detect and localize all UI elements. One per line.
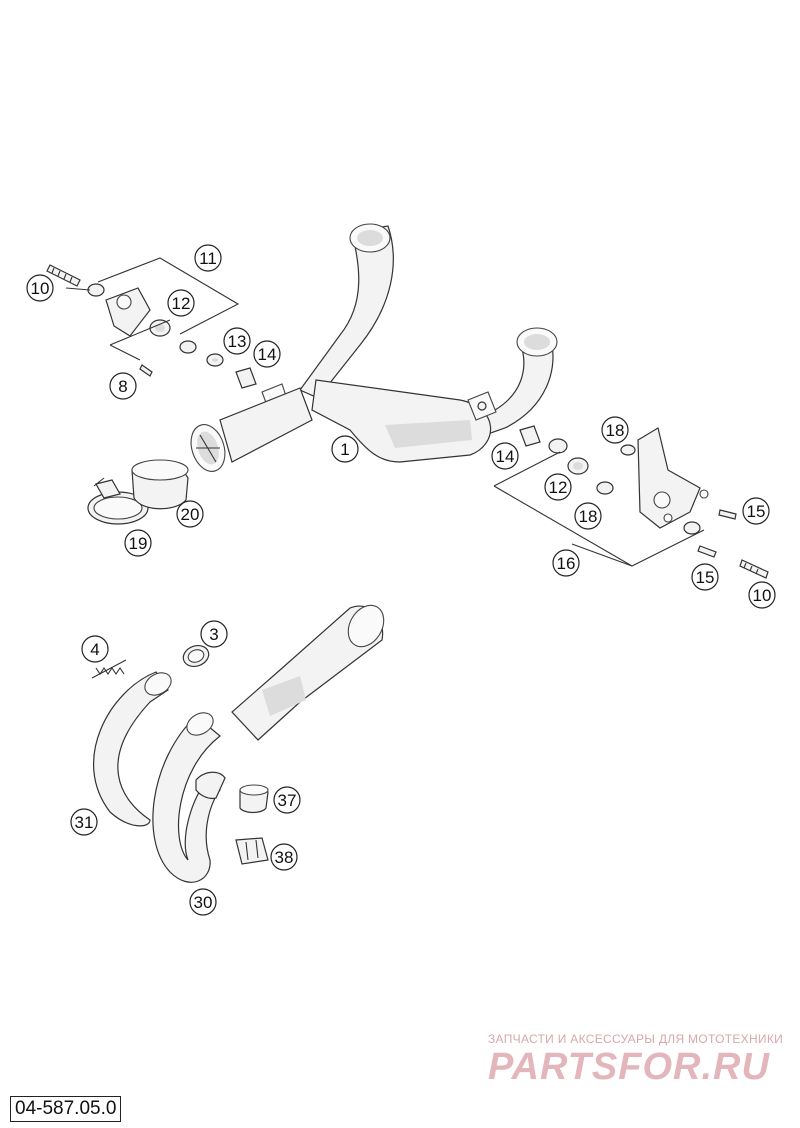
svg-text:31: 31 xyxy=(75,813,94,832)
callout-20: 20 xyxy=(176,500,204,528)
svg-text:8: 8 xyxy=(118,377,127,396)
callout-12-right: 12 xyxy=(544,473,572,501)
watermark-brand: PARTSFOR.RU xyxy=(488,1046,770,1088)
right-bracket-group xyxy=(493,425,769,579)
header-pipes xyxy=(91,604,385,883)
left-bracket-group xyxy=(46,257,257,389)
callout-30: 30 xyxy=(189,888,217,916)
document-number: 04-587.05.0 xyxy=(10,1096,122,1122)
callout-15-top: 15 xyxy=(742,497,770,525)
callout-14-left: 14 xyxy=(253,340,281,368)
svg-text:19: 19 xyxy=(129,534,148,553)
svg-text:15: 15 xyxy=(696,568,715,587)
svg-text:13: 13 xyxy=(228,332,247,351)
svg-text:18: 18 xyxy=(606,421,625,440)
svg-text:15: 15 xyxy=(747,502,766,521)
callout-31: 31 xyxy=(70,808,98,836)
callout-15-bottom: 15 xyxy=(691,563,719,591)
callout-10-right: 10 xyxy=(748,581,776,609)
callout-11: 11 xyxy=(194,244,222,272)
svg-text:4: 4 xyxy=(90,640,99,659)
svg-text:14: 14 xyxy=(496,447,515,466)
callout-8: 8 xyxy=(109,372,137,400)
svg-text:18: 18 xyxy=(579,507,598,526)
svg-text:12: 12 xyxy=(549,478,568,497)
svg-text:1: 1 xyxy=(340,440,349,459)
callout-14-right: 14 xyxy=(491,442,519,470)
svg-text:30: 30 xyxy=(194,893,213,912)
callout-37: 37 xyxy=(273,786,301,814)
callout-18-bottom: 18 xyxy=(574,502,602,530)
callout-16: 16 xyxy=(552,549,580,577)
callout-13: 13 xyxy=(223,327,251,355)
callout-3: 3 xyxy=(200,620,228,648)
callout-18-top: 18 xyxy=(601,416,629,444)
callout-10-left: 10 xyxy=(26,274,54,302)
svg-text:10: 10 xyxy=(753,586,772,605)
svg-text:10: 10 xyxy=(31,279,50,298)
watermark-tagline: ЗАПЧАСТИ И АКСЕССУАРЫ ДЛЯ МОТОТЕХНИКИ xyxy=(488,1032,784,1046)
callout-38: 38 xyxy=(270,843,298,871)
svg-text:38: 38 xyxy=(275,848,294,867)
svg-text:3: 3 xyxy=(209,625,218,644)
callout-12-left: 12 xyxy=(167,289,195,317)
svg-text:20: 20 xyxy=(181,505,200,524)
svg-text:37: 37 xyxy=(278,791,297,810)
svg-text:12: 12 xyxy=(172,294,191,313)
part-1-y-pipe xyxy=(190,223,558,472)
clamp-and-sleeve xyxy=(87,459,189,525)
callout-19: 19 xyxy=(124,529,152,557)
svg-text:14: 14 xyxy=(258,345,277,364)
svg-text:16: 16 xyxy=(557,554,576,573)
callout-1: 1 xyxy=(331,435,359,463)
svg-text:11: 11 xyxy=(199,249,217,268)
callout-4: 4 xyxy=(81,635,109,663)
